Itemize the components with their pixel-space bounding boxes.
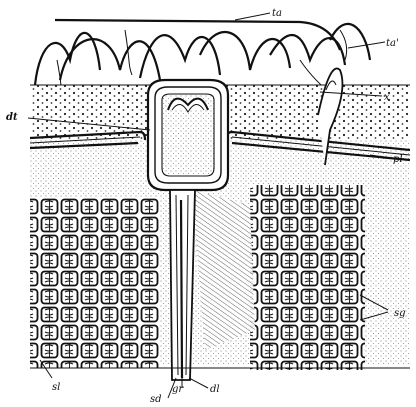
label-ta: ta	[272, 8, 282, 19]
label-sg: sg	[394, 308, 406, 319]
left-cell-mass	[30, 198, 160, 368]
gland-dt	[148, 80, 228, 190]
label-sd: sd	[150, 394, 162, 405]
label-sl: sl	[52, 382, 60, 393]
right-cell-mass-sg	[250, 185, 365, 370]
duct	[170, 190, 195, 380]
label-gr: gr	[172, 384, 184, 395]
label-pl: pl	[393, 154, 403, 165]
label-x: x	[384, 92, 390, 103]
label-dl: dl	[210, 384, 220, 395]
label-dt: dt	[6, 112, 18, 123]
label-ta-prime: ta'	[386, 38, 399, 49]
